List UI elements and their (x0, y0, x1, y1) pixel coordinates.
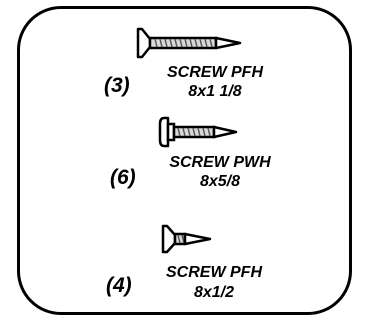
part-name: SCREW PWH (169, 154, 271, 171)
washer-head-screw-icon (158, 116, 238, 148)
flat-head-screw-icon (161, 224, 212, 254)
part-name: SCREW PFH (166, 264, 262, 281)
part-size: 8x1 1/8 (188, 83, 242, 100)
part-size: 8x1/2 (193, 284, 235, 301)
part-quantity: (3) (104, 74, 130, 97)
part-quantity: (6) (110, 166, 136, 189)
part-name: SCREW PFH (167, 64, 263, 81)
part-quantity: (4) (106, 274, 132, 297)
parts-frame (17, 6, 352, 315)
part-size: 8x5/8 (199, 173, 241, 190)
flat-head-screw-icon (136, 27, 242, 59)
